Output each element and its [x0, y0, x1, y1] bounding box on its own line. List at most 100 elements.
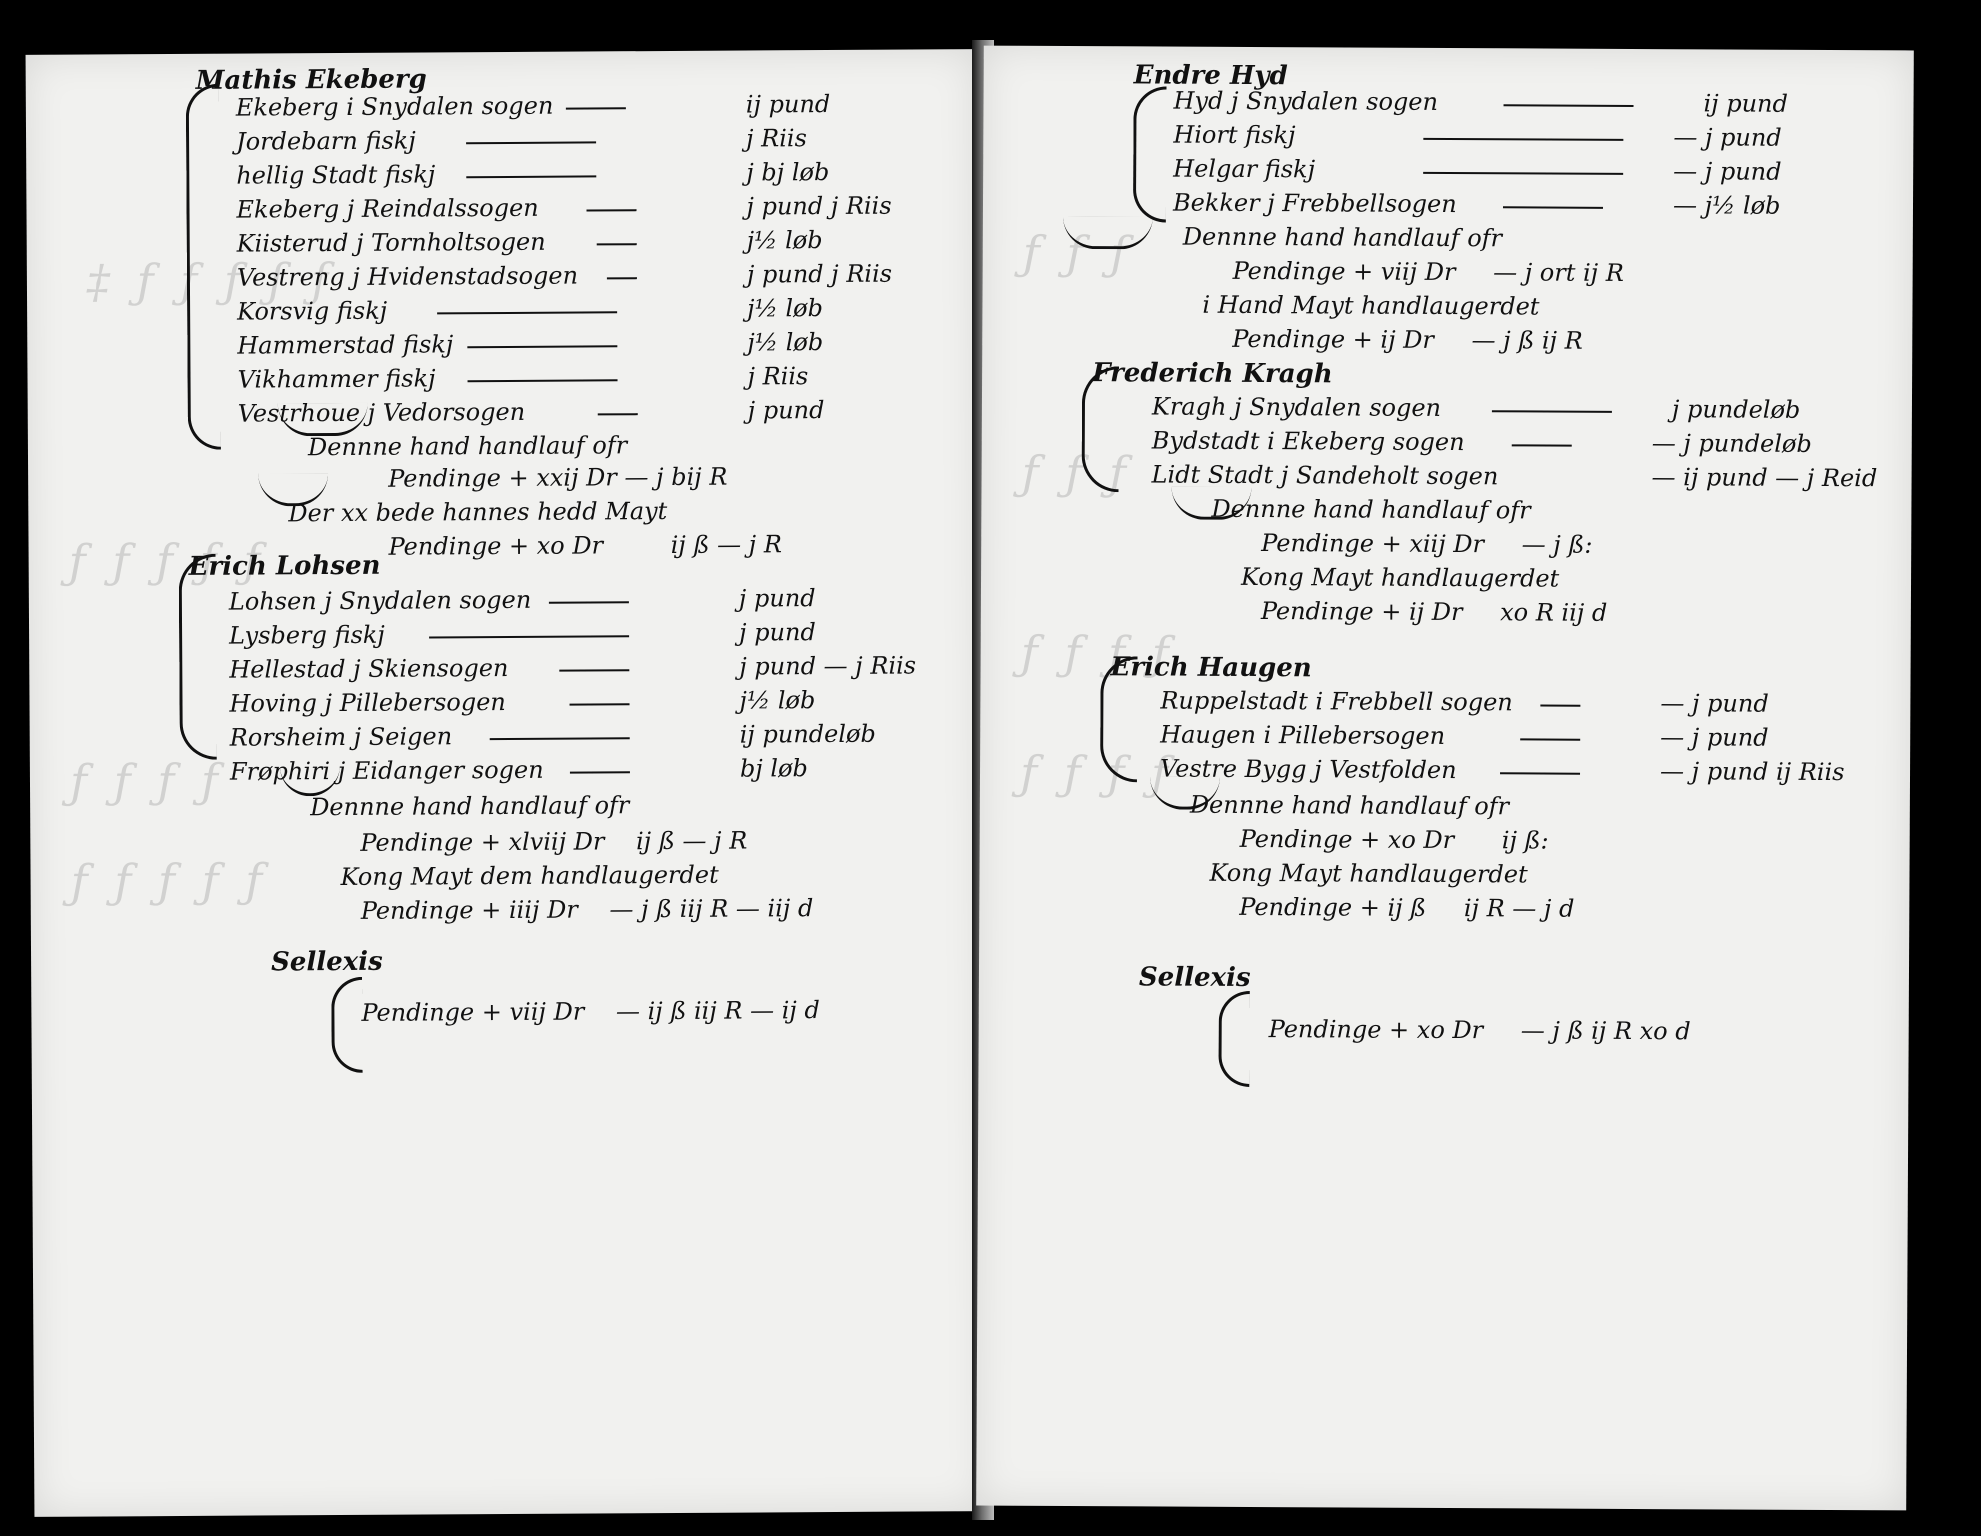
entry-label: Korsvig fiskj	[237, 296, 388, 326]
entry-label: Hammerstad fiskj	[237, 330, 454, 360]
entry-amount: j½ løb	[739, 686, 816, 715]
entry-row: Rorsheim j Seigen ij pundeløb	[230, 720, 890, 752]
entry-dash	[606, 277, 637, 280]
entry-amount: j½ løb	[747, 328, 824, 357]
entry-dash	[548, 601, 629, 604]
entry-dash	[559, 669, 630, 672]
total-text: Pendinge + xo Dr	[1239, 824, 1455, 855]
entry-amount: j pund j Riis	[746, 191, 892, 221]
section-brace	[185, 83, 221, 450]
entry-amount: bj løb	[739, 754, 808, 783]
entry-amount: ij pund	[745, 90, 831, 119]
bleed-through-left-3: ƒ ƒ ƒ ƒ	[69, 753, 225, 809]
entry-row: Bekker j Frebbellsogen — j½ løb	[1173, 189, 1873, 221]
entry-dash	[466, 175, 597, 179]
total-text: Pendinge + xo Dr	[388, 531, 604, 561]
entry-dash	[1511, 444, 1572, 447]
total-line: Kong Mayt handlaugerdet	[1240, 562, 1560, 593]
entry-dash	[1502, 206, 1603, 209]
total-line: Pendinge + xiij Dr — j ß:	[1261, 529, 1592, 559]
total-amount: ij ß:	[1501, 826, 1549, 855]
entry-amount: — j pund	[1673, 123, 1782, 152]
total-line: Pendinge + xo Dr ij ß:	[1240, 825, 1549, 855]
section-heading: Sellexis	[1138, 962, 1251, 993]
entry-row: Lidt Stadt j Sandeholt sogen — ij pund —…	[1152, 460, 1878, 492]
entry-dash	[437, 311, 618, 315]
entry-label: Hiort fiskj	[1173, 120, 1296, 150]
entry-row: Lohsen j Snydalen sogen j pund	[229, 584, 889, 616]
entry-row: Jordebarn fiskj j Riis	[236, 124, 896, 155]
section-heading: Mathis Ekeberg	[195, 64, 427, 96]
total-amount: ij R — j d	[1463, 894, 1575, 923]
entry-amount: j½ løb	[747, 294, 824, 323]
entry-amount: — j pund	[1673, 157, 1782, 186]
entry-amount: — j½ løb	[1672, 191, 1781, 220]
total-amount: ij ß — j R	[670, 530, 782, 559]
entry-row: Hiort fiskj — j pund	[1173, 121, 1873, 153]
entry-amount: j Riis	[745, 124, 807, 153]
entry-label: Vestreng j Hvidenstadsogen	[236, 261, 579, 292]
entry-row: Vikhammer fiskj j Riis	[237, 362, 897, 394]
section-heading: Frederich Kragh	[1092, 358, 1333, 390]
total-amount: — j ß:	[1521, 530, 1593, 559]
entry-row: Hammerstad fiskj j½ løb	[237, 328, 897, 360]
entry-dash	[1491, 410, 1612, 413]
entry-amount: j½ løb	[746, 226, 823, 255]
total-line: Der xx bede hannes hedd Mayt	[288, 497, 668, 528]
total-line: Kong Mayt dem handlaugerdet	[340, 860, 719, 892]
total-line: Dennne hand handlauf ofr	[307, 431, 628, 462]
entry-dash	[429, 635, 630, 639]
total-amount: — j ort ij R	[1493, 258, 1624, 287]
entry-label: Vikhammer fiskj	[237, 364, 436, 394]
entry-amount: j pund	[738, 584, 816, 613]
entry-label: Bydstadt i Ekeberg sogen	[1151, 426, 1465, 457]
entry-amount: — j pund ij Riis	[1659, 757, 1845, 787]
total-amount: ij ß — j R	[635, 826, 748, 856]
bleed-through-left-4: ƒ ƒ ƒ ƒ ƒ	[70, 853, 269, 909]
total-line: Pendinge + ij Dr — j ß ij R	[1232, 325, 1583, 355]
entry-amount: — j pund	[1660, 689, 1769, 718]
entry-label: Hoving j Pillebersogen	[229, 687, 506, 718]
entry-dash	[596, 243, 637, 246]
entry-row: Korsvig fiskj j½ løb	[237, 294, 897, 326]
entry-label: Helgar fiskj	[1173, 154, 1316, 184]
total-text: Pendinge + xlviij Dr	[360, 827, 605, 857]
total-line: Pendinge + xo Dr — j ß ij R xo d	[1269, 1015, 1691, 1045]
entry-label: hellig Stadt fiskj	[236, 160, 436, 190]
left-page: ‡ ƒ ƒ ƒ ƒ ƒ ƒ ƒ ƒ ƒ ƒ ƒ ƒ ƒ ƒ ƒ ƒ ƒ ƒ ƒ …	[25, 49, 985, 1517]
entry-label: Ekeberg i Snydalen sogen	[235, 91, 554, 122]
section-brace	[331, 976, 363, 1074]
section-heading: Sellexis	[271, 946, 383, 978]
entry-amount: j pundeløb	[1671, 395, 1801, 424]
entry-amount: j pund	[738, 618, 816, 647]
entry-dash	[1423, 171, 1624, 175]
total-line: Pendinge + ij Dr xo R iij d	[1261, 597, 1608, 627]
flourish	[279, 763, 341, 797]
section-brace	[1218, 990, 1250, 1087]
total-line: Dennne hand handlauf ofr	[310, 791, 630, 822]
total-text: Pendinge + xxij Dr	[388, 463, 617, 493]
entry-dash	[466, 141, 597, 145]
entry-label: Ruppelstadt i Frebbell sogen	[1160, 686, 1513, 717]
entry-row: Vestreng j Hvidenstadsogen j pund j Riis	[237, 260, 897, 292]
total-line: Pendinge + ij ß ij R — j d	[1239, 893, 1574, 923]
entry-dash	[467, 345, 618, 349]
entry-label: Hellestad j Skiensogen	[229, 653, 509, 684]
entry-row: Helgar fiskj — j pund	[1173, 155, 1873, 187]
entry-dash	[597, 413, 638, 416]
entry-row: Lysberg fiskj j pund	[229, 618, 889, 650]
entry-amount: j pund — j Riis	[739, 651, 917, 681]
total-line: Dennne hand handlauf ofr	[1182, 222, 1503, 253]
entry-amount: j bj løb	[746, 158, 830, 187]
total-text: Pendinge + viij Dr	[1232, 256, 1456, 287]
total-text: Pendinge + iiij Dr	[360, 895, 578, 925]
total-line: Pendinge + iiij Dr — j ß iij R — iij d	[361, 894, 814, 925]
entry-label: Frøphiri j Eidanger sogen	[229, 755, 544, 786]
entry-row: Kiisterud j Tornholtsogen j½ løb	[237, 226, 897, 258]
section-heading: Erich Lohsen	[188, 550, 381, 582]
total-line: Dennne hand handlauf ofr	[1211, 494, 1531, 525]
entry-dash	[586, 209, 637, 212]
entry-row: Ekeberg j Reindalssogen j pund j Riis	[236, 192, 896, 224]
entry-dash	[1423, 137, 1624, 141]
right-page: ƒ ƒ ƒ ƒ ƒ ƒ ƒ ƒ ƒ ƒ ƒ ƒ ƒ ƒ Endre Hyd Hy…	[976, 45, 1914, 1511]
